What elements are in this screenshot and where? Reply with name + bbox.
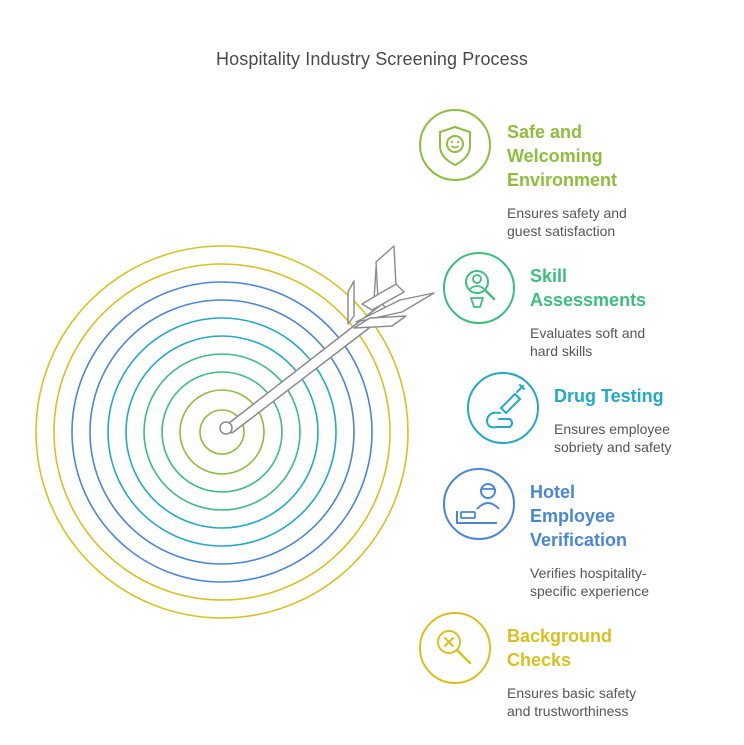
step-desc-line: Ensures safety and [507,205,627,221]
step-title-line: Welcoming [507,146,603,166]
step-desc-line: guest satisfaction [507,223,616,239]
step-desc-line: Ensures basic safety [507,685,637,701]
step-desc-line: specific experience [530,583,650,599]
target-ring [89,299,355,565]
target-ring [143,353,301,511]
target-ring [125,335,319,529]
step-title-line: Checks [507,650,572,670]
target-ring [71,281,373,583]
hotel-staff-icon [443,468,515,540]
target-ring [179,389,265,475]
magnifier-x-icon [419,612,491,684]
step-title-line: Drug Testing [554,386,664,406]
step-desc-line: sobriety and safety [554,439,672,455]
page-title: Hospitality Industry Screening Process [216,49,528,69]
shield-smiley-icon [419,109,491,181]
step-title-line: Employee [530,506,616,526]
step-title-line: Environment [507,170,618,190]
arrow-icon [219,245,435,435]
target-ring [53,263,391,601]
step-title-line: Safe and [507,122,583,142]
step-desc-line: hard skills [530,343,593,359]
person-magnifier-icon [443,252,515,324]
step-title-line: Background [507,626,613,646]
step-title-line: Hotel [530,482,575,502]
step-desc-line: Ensures employee [554,421,670,437]
step-desc-line: Evaluates soft and [530,325,646,341]
step-title-line: Skill [530,266,568,286]
step-desc-line: and trustworthiness [507,703,629,719]
target-ring [35,245,409,619]
target-ring [199,409,245,455]
step-desc-line: Verifies hospitality- [530,565,647,581]
step-title-line: Assessments [530,290,647,310]
target-rings [35,245,409,619]
step-title-line: Verification [530,530,628,550]
target-ring [107,317,337,547]
syringe-icon [467,372,539,444]
target-ring [161,371,283,493]
